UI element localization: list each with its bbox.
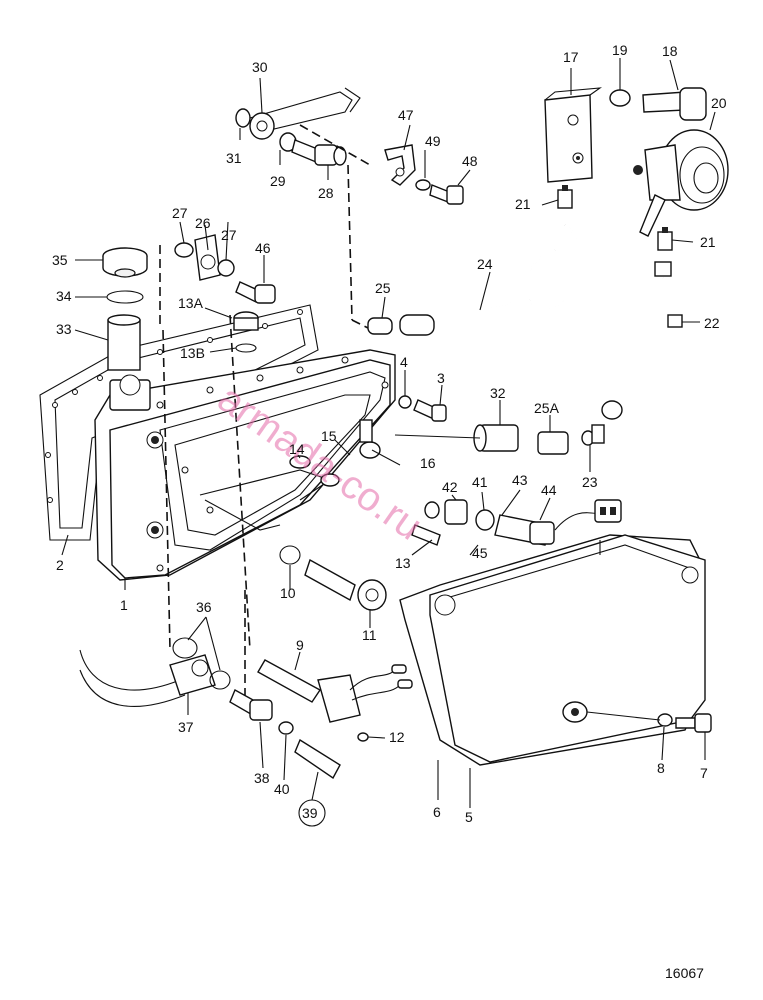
label-34: 34 [56,288,72,304]
pipe-22 [601,261,683,420]
label-13b: 13B [180,345,205,361]
label-36: 36 [196,599,212,615]
label-49: 49 [425,133,441,149]
label-46: 46 [255,240,271,256]
label-10: 10 [280,585,296,601]
label-11: 11 [362,627,377,643]
label-2: 2 [56,557,64,573]
label-31: 31 [226,150,242,166]
label-30: 30 [252,59,268,75]
label-20: 20 [711,95,727,111]
label-24: 24 [477,256,493,272]
label-16: 16 [420,455,436,471]
callout-ring [298,799,326,827]
banjo-fitting-bottom [79,637,341,780]
fittings-21 [557,185,673,251]
plug-13a [233,311,259,353]
label-25: 25 [375,280,391,296]
label-8: 8 [657,760,665,776]
side-fittings [394,424,605,455]
sensor-assembly [411,499,622,546]
label-22: 22 [704,315,720,331]
sensor-9 [257,659,413,742]
label-17: 17 [563,49,579,65]
label-44: 44 [541,482,557,498]
clamp [384,144,464,205]
label-21b: 21 [700,234,716,250]
callout-labels: 1 2 3 4 5 6 7 8 9 10 11 12 13 13A 13B 14… [52,42,727,981]
label-27a: 27 [172,205,188,221]
label-42: 42 [442,479,458,495]
label-38: 38 [254,770,270,786]
label-35: 35 [52,252,68,268]
drawing-number: 16067 [665,965,704,981]
bracket-and-valve [544,87,729,237]
label-12: 12 [389,729,405,745]
label-48: 48 [462,153,478,169]
housing [94,349,396,581]
label-37: 37 [178,719,194,735]
label-21a: 21 [515,196,531,212]
label-13: 13 [395,555,411,571]
label-19: 19 [612,42,628,58]
screw-3 [398,395,447,422]
label-7: 7 [700,765,708,781]
label-14: 14 [289,441,305,457]
label-1: 1 [120,597,128,613]
banjo-fitting-top [174,234,276,304]
label-13a: 13A [178,295,204,311]
label-40: 40 [274,781,290,797]
leader-lines [61,58,716,808]
label-27b: 27 [221,227,237,243]
label-32: 32 [490,385,506,401]
pipe-loop [351,224,580,336]
label-18: 18 [662,43,678,59]
label-5: 5 [465,809,473,825]
label-15: 15 [321,428,337,444]
label-9: 9 [296,637,304,653]
label-28: 28 [318,185,334,201]
label-33: 33 [56,321,72,337]
label-29: 29 [270,173,286,189]
label-3: 3 [437,370,445,386]
top-pipe [235,87,371,166]
label-45: 45 [472,545,488,561]
label-41: 41 [472,474,488,490]
label-43: 43 [512,472,528,488]
label-25a: 25A [534,400,560,416]
bolt-11 [279,545,387,611]
label-26: 26 [195,215,211,231]
label-6: 6 [433,804,441,820]
label-23: 23 [582,474,598,490]
label-47: 47 [398,107,414,123]
label-39: 39 [302,805,318,821]
screw-7 [586,711,712,733]
cover [399,534,706,766]
label-4: 4 [400,354,408,370]
filler-neck [102,247,148,371]
